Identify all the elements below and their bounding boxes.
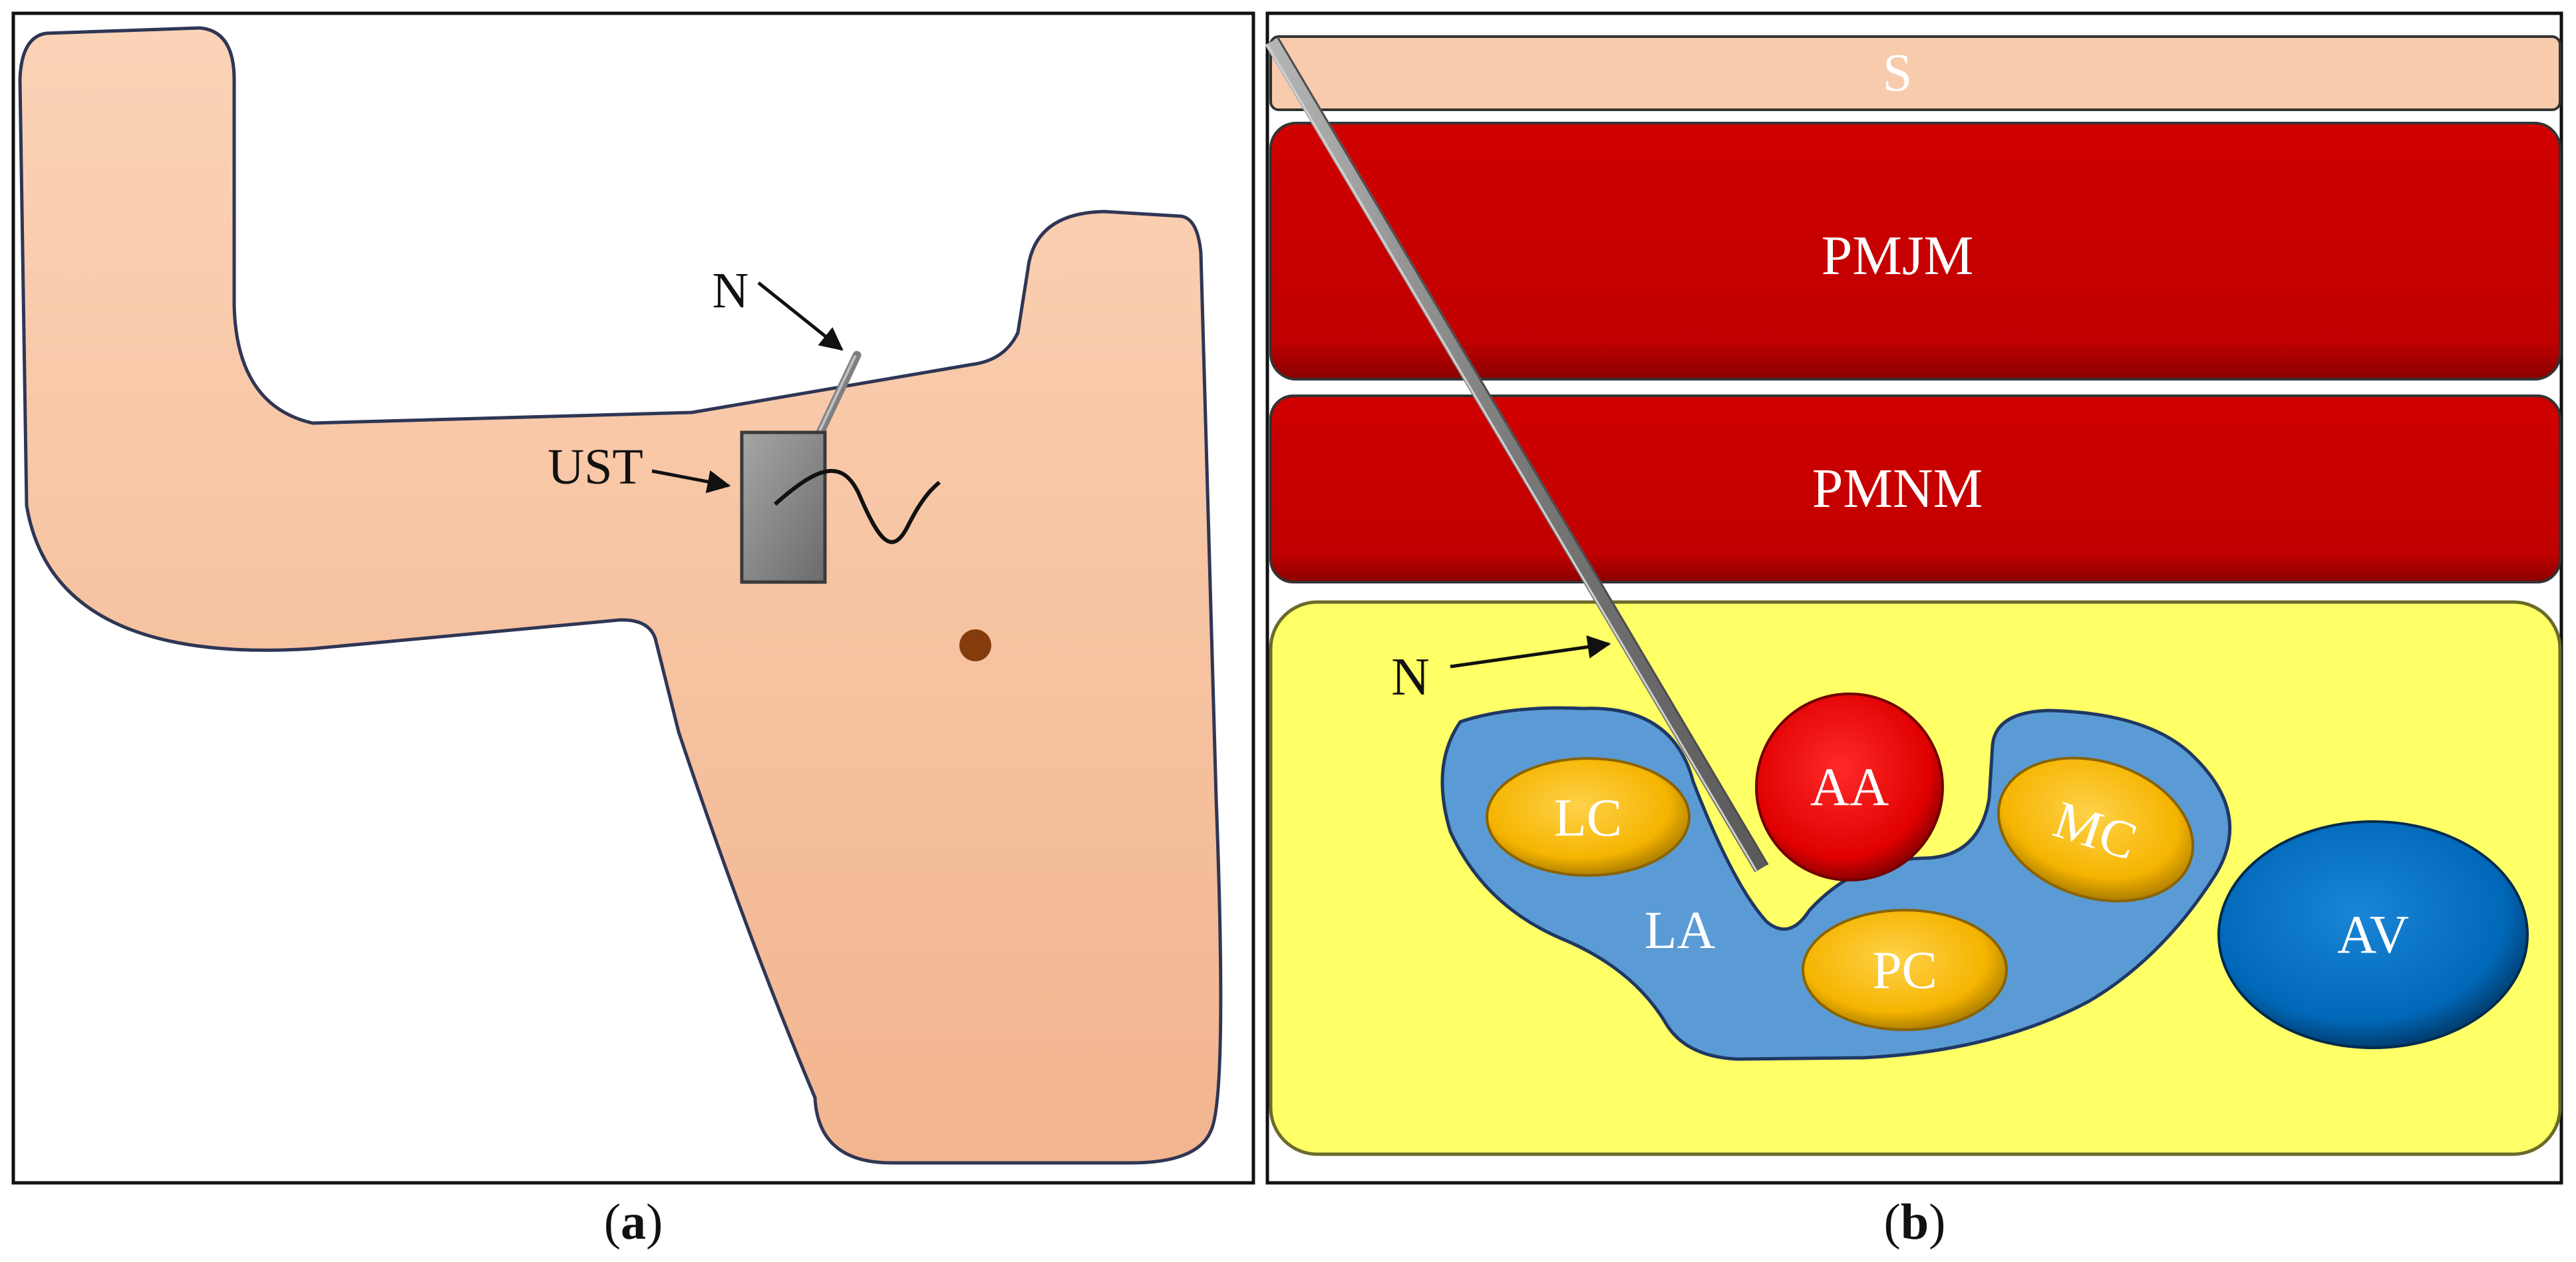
needle-pointer-arrow-a xyxy=(757,281,844,351)
skin-label: S xyxy=(1883,44,1913,102)
torso-arm-silhouette xyxy=(18,26,1223,1165)
transducer-pointer-arrow xyxy=(651,469,731,494)
axillary-artery-label: AA xyxy=(1810,756,1889,817)
local-anesthetic-label: LA xyxy=(1645,901,1716,960)
axillary-vein xyxy=(2217,820,2529,1049)
needle-label-a: N xyxy=(713,263,749,319)
pectoralis-major-layer xyxy=(1269,122,2561,381)
pectoralis-major-label: PMJM xyxy=(1822,225,1974,287)
lateral-cord-label: LC xyxy=(1554,789,1622,848)
pectoralis-minor-layer xyxy=(1269,394,2561,583)
transducer-label: UST xyxy=(548,439,643,495)
anatomical-landmark-dot xyxy=(959,629,991,661)
axillary-vein-label: AV xyxy=(2337,904,2409,965)
needle-pointer-arrow-b xyxy=(1450,635,1611,669)
needle-shaft-a-highlight xyxy=(816,355,856,436)
panel-a: N UST (a) xyxy=(11,11,1255,1250)
needle-shaft-b-edge xyxy=(1277,37,1769,866)
skin-layer xyxy=(1269,35,2561,111)
ultrasound-wave xyxy=(774,468,941,544)
needle-shaft-b xyxy=(1265,37,1769,873)
panel-a-caption: (a) xyxy=(604,1194,663,1250)
posterior-cord-label: PC xyxy=(1872,941,1937,1000)
panel-b-caption: (b) xyxy=(1884,1194,1946,1250)
needle-shaft-b-highlight xyxy=(1265,43,1758,871)
lateral-cord xyxy=(1486,757,1690,877)
posterior-cord xyxy=(1802,909,2008,1031)
axillary-artery xyxy=(1755,693,1944,881)
panel-b: S PMJM PMNM LA LC AA MC PC AV N ( xyxy=(1265,11,2563,1250)
ultrasound-transducer-icon xyxy=(740,430,827,584)
pectoralis-minor-label: PMNM xyxy=(1812,458,1983,520)
medial-cord xyxy=(1997,756,2195,903)
needle-label-b: N xyxy=(1391,648,1430,707)
